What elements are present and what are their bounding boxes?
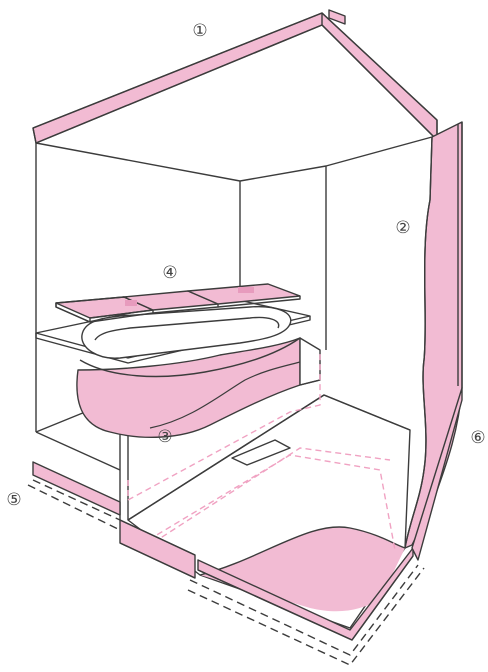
label-1-text: ①	[192, 21, 207, 41]
label-5-text: ⑤	[6, 490, 21, 510]
label-2-text: ②	[395, 218, 410, 238]
label-1: ①	[192, 21, 207, 41]
label-3: ③	[157, 427, 172, 447]
label-6: ⑥	[470, 428, 485, 448]
ceiling-insulation	[33, 10, 437, 143]
label-2: ②	[395, 218, 410, 238]
label-3-text: ③	[157, 427, 172, 447]
label-6-text: ⑥	[470, 428, 485, 448]
label-4-text: ④	[162, 263, 177, 283]
label-4: ④	[162, 263, 177, 283]
label-5: ⑤	[6, 490, 21, 510]
